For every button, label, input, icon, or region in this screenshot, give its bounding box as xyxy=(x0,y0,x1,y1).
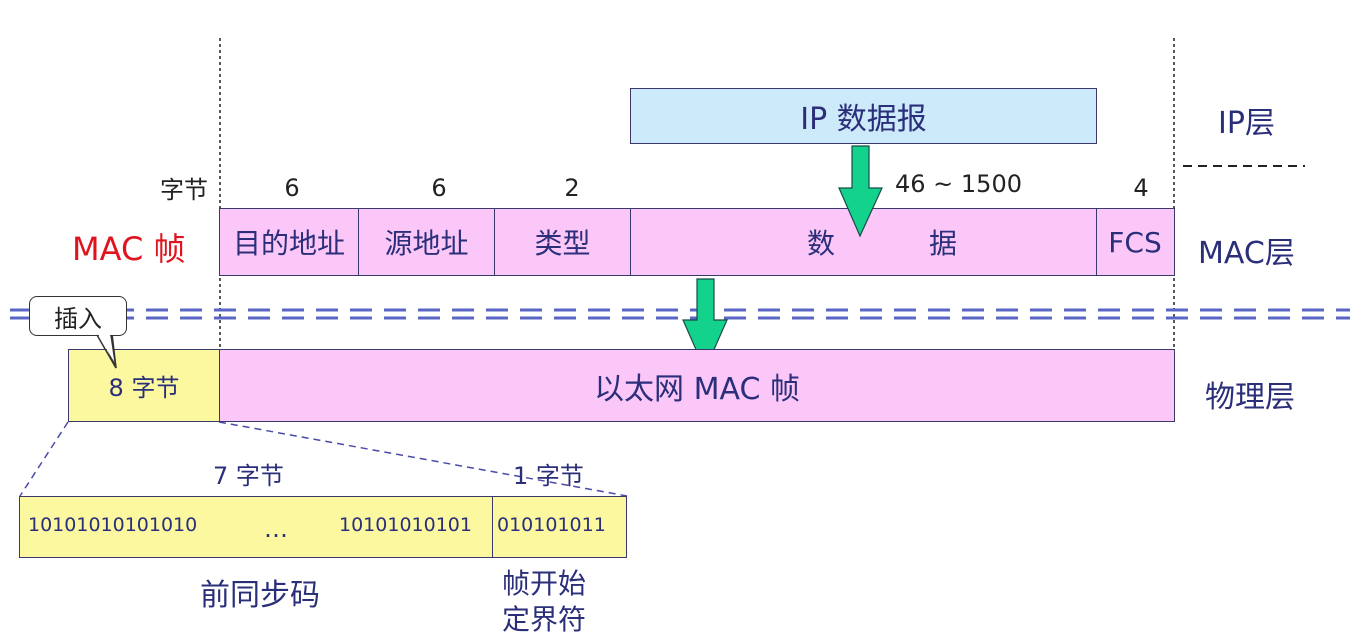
field-data-label-right: 据 xyxy=(929,227,958,260)
mac-frame: 目的地址 源地址 类型 数 据 FCS xyxy=(219,208,1175,276)
down-arrow-icon xyxy=(682,278,728,372)
preamble-8-byte-label: 8 字节 xyxy=(108,374,180,402)
type-size: 2 xyxy=(564,174,580,202)
insert-callout-label: 插入 xyxy=(54,304,102,333)
mac-layer-label: MAC层 xyxy=(1198,236,1295,271)
fcs-size: 4 xyxy=(1133,174,1149,202)
bits-first: 10101010101010 xyxy=(28,514,198,536)
insert-callout: 插入 xyxy=(29,296,127,336)
insert-callout-tail-mask xyxy=(96,334,117,369)
bits-last: 10101010101 xyxy=(339,514,472,536)
preamble-caption: 前同步码 xyxy=(200,578,320,613)
ethernet-mac-frame-label: 以太网 MAC 帧 xyxy=(594,371,800,407)
sfd-caption-line1: 帧开始 xyxy=(502,567,587,600)
ip-datagram-box: IP 数据报 xyxy=(630,88,1097,144)
field-type: 类型 xyxy=(495,209,631,275)
expand-line-left xyxy=(19,421,69,497)
ip-datagram-label: IP 数据报 xyxy=(800,102,927,137)
bit-pattern-box: 10101010101010 … 10101010101 010101011 xyxy=(19,496,627,558)
field-dest-address-label: 目的地址 xyxy=(232,227,345,260)
field-type-label: 类型 xyxy=(534,227,591,260)
preamble-8-byte-box: 8 字节 xyxy=(68,349,220,422)
byte-unit-label: 字节 xyxy=(160,176,208,204)
sfd-divider xyxy=(492,497,493,557)
bits-sfd: 010101011 xyxy=(497,514,606,536)
mac-frame-label: MAC 帧 xyxy=(72,230,186,268)
field-src-address-label: 源地址 xyxy=(384,227,469,260)
ethernet-mac-frame-box: 以太网 MAC 帧 xyxy=(219,349,1175,422)
field-data-label-left: 数 xyxy=(807,227,836,260)
field-fcs-label: FCS xyxy=(1108,225,1162,259)
src-size: 6 xyxy=(431,174,447,202)
physical-layer-label: 物理层 xyxy=(1205,380,1295,415)
down-arrow-icon xyxy=(838,145,883,238)
ip-layer-label: IP层 xyxy=(1218,106,1275,141)
preamble-byte-count: 7 字节 xyxy=(213,462,284,490)
field-src-address: 源地址 xyxy=(359,209,495,275)
dest-size: 6 xyxy=(284,174,300,202)
field-data: 数 据 xyxy=(631,209,1097,275)
field-fcs: FCS xyxy=(1097,209,1173,275)
sfd-byte-count: 1 字节 xyxy=(513,462,584,490)
sfd-caption-line2: 定界符 xyxy=(502,603,587,636)
data-size: 46 ~ 1500 xyxy=(895,170,1022,198)
field-dest-address: 目的地址 xyxy=(220,209,359,275)
expand-line-right xyxy=(218,421,628,497)
bits-ellipsis: … xyxy=(264,515,288,543)
